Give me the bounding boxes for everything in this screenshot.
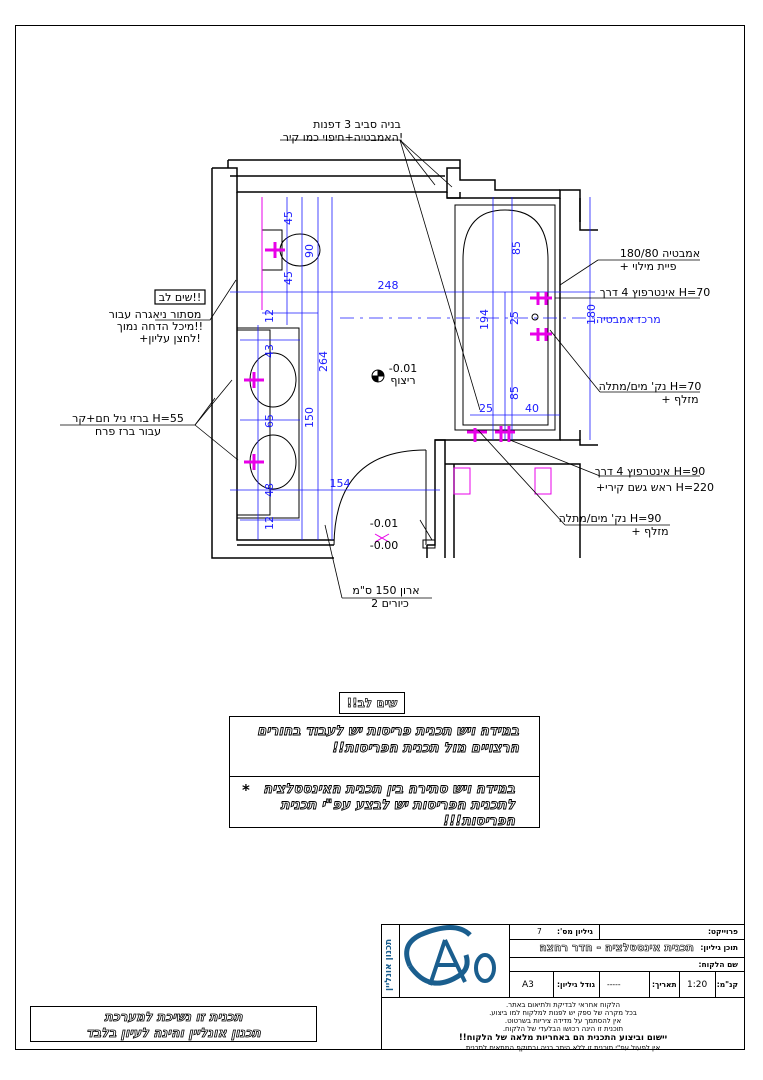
- dim-45a: 45: [282, 211, 295, 225]
- disclaimer-line-1: תכנית זו נשיכת למערכת: [104, 1009, 243, 1025]
- label-mixer-h90: אינטרפוץ 4 דרך H=90: [595, 465, 705, 478]
- dim-85a: 85: [510, 241, 523, 255]
- label-floor-level: -0.01: [389, 362, 417, 375]
- label-mixer-h70: אינטרפוץ 4 דרך H=70: [600, 286, 710, 299]
- label-build-around: בניה סביב 3 דפנות: [313, 118, 401, 131]
- label-door-level-1: -0.01: [370, 517, 398, 530]
- date-label: תאריך:: [652, 980, 677, 989]
- row-project: [509, 925, 744, 940]
- company-logo: [404, 925, 496, 986]
- label-door-level-2: -0.00: [370, 539, 398, 552]
- title-block: תכנון אונליין פרוייקט: גיליון מס': 7 תוכ…: [381, 924, 745, 1052]
- logo-side-text: תכנון אונליין: [384, 938, 394, 991]
- sheet-no-label: גיליון מס':: [557, 927, 593, 936]
- dim-43: 43: [263, 344, 276, 358]
- date-value: -----: [607, 980, 621, 989]
- dim-180: 180: [585, 304, 598, 325]
- label-drain-h90-2: + מזלף: [631, 525, 668, 538]
- title-logo-strip: תכנון אונליין: [382, 925, 400, 997]
- dimension-lines: [230, 197, 595, 540]
- door: [333, 449, 436, 549]
- attention-box-small: [154, 289, 206, 305]
- dim-48: 48: [263, 483, 276, 497]
- scale-label: קנ"מ:: [716, 980, 738, 989]
- cell-sheet-no: [509, 925, 600, 939]
- notice-box: במידה ויש תכנית פריסות יש לעבוד בחורים ה…: [229, 716, 540, 830]
- row-content: [509, 939, 744, 958]
- note-bold: יישום וביצוע התכנית הם באחריות מלאה של ה…: [458, 1033, 668, 1043]
- sheet-no-value: 7: [537, 927, 542, 936]
- label-build-around-2: האמבטיה+חיפוי כמו קיר!: [283, 131, 404, 144]
- client-label: שם הלקוח:: [698, 960, 738, 969]
- notice-star: *: [242, 781, 250, 799]
- label-flush-3: +לחצן עליון!: [139, 332, 201, 345]
- label-cabinet-1: ארון 150 ס"מ: [352, 584, 419, 597]
- notice-paragraph-2: במידה ויש סתירה בין תכנית האינסטלציה לתכ…: [263, 781, 516, 830]
- notice-divider: [230, 776, 539, 777]
- dim-154: 154: [330, 477, 351, 490]
- dim-25b: 25: [479, 402, 493, 415]
- dim-248: 248: [378, 279, 399, 292]
- dim-150: 150: [303, 407, 316, 428]
- cell-size: [509, 971, 554, 997]
- label-drain-h70-2: + מזלף: [661, 393, 698, 406]
- note-3: אין להסתמך על מדידה ציריות בשרטוט.: [504, 1017, 622, 1025]
- cell-size-label: [553, 971, 600, 997]
- logo-cell: [399, 925, 510, 997]
- label-mixer-h90-2: +ראש גשם קירי H=220: [596, 481, 714, 494]
- dim-45b: 45: [282, 271, 295, 285]
- project-label: פרוייקט:: [707, 927, 738, 936]
- scale-value: 1:20: [687, 980, 708, 990]
- dim-194: 194: [478, 309, 491, 330]
- label-bathtub: אמבטיה 180/80: [620, 247, 700, 260]
- label-attention-small: שים לב!!: [159, 291, 202, 304]
- dim-90: 90: [303, 244, 316, 258]
- label-flush-2: מיכל הדחה נמוך!!: [117, 320, 203, 333]
- dim-12a: 12: [263, 309, 276, 323]
- label-bathtub-2: + פיית מילוי: [620, 260, 677, 273]
- row-client: [509, 957, 744, 972]
- plumbing-points: [244, 242, 552, 470]
- notes-block: הלקוח אחראי לבדיקת ולתיאום באתר. בכל מקר…: [382, 1001, 744, 1052]
- note-5: אין לפעול עפ"י תוכנית זו ללא היתר בניה ו…: [465, 1044, 661, 1052]
- disclaimer-line-2: תכנון אונליין והינה לעיון בלבד: [86, 1025, 261, 1041]
- notice-paragraph-1: במידה ויש תכנית פריסות יש לעבוד בחורים ה…: [257, 723, 520, 757]
- row-notes-divider: [382, 997, 744, 998]
- size-label: גודל גיליון:: [557, 980, 595, 989]
- label-cabinet-2: 2 כיורים: [371, 597, 409, 610]
- dim-40: 40: [525, 402, 539, 415]
- label-drain-h70: נק' מים/מתלה H=70: [599, 380, 702, 393]
- dim-85b: 85: [508, 386, 521, 400]
- floor-level-marker: [371, 369, 390, 543]
- size-value: A3: [522, 980, 534, 990]
- drawing-sheet: [15, 25, 745, 1050]
- label-taps-2: עבור ברז פרח: [95, 425, 161, 438]
- label-floor: ריצוף: [390, 374, 415, 387]
- dim-12b: 12: [263, 516, 276, 530]
- cell-date: [599, 971, 650, 997]
- content-value: תכנית אינסטלציה - חדר רחצה: [539, 941, 694, 955]
- vanity: [236, 327, 300, 519]
- cell-scale: [679, 971, 716, 997]
- note-4: תוכנית זו הינה רכושו הבלעדי של הלקוח.: [502, 1025, 624, 1033]
- label-taps-1: ברזי ניל חם+קר H=55: [72, 412, 184, 425]
- notice-tag: שים לב!!: [339, 692, 405, 714]
- label-bath-center: מרכז אמבטיה: [596, 313, 661, 326]
- dim-264: 264: [317, 351, 330, 372]
- dim-25a: 25: [508, 311, 521, 325]
- content-label: תוכן גיליון:: [700, 943, 738, 952]
- dim-65: 65: [263, 414, 276, 428]
- disclaimer-box: תכנית זו נשיכת למערכת תכנון אונליין והינ…: [30, 1006, 317, 1042]
- leader-lines: [60, 139, 700, 599]
- note-1: הלקוח אחראי לבדיקת ולתיאום באתר.: [505, 1001, 621, 1009]
- label-flush-1: מסתור ניאגרה עבור: [109, 308, 202, 321]
- niches: [261, 197, 552, 495]
- label-drain-h90: נק' מים/מתלה H=90: [559, 512, 662, 525]
- note-2: בכל מקרה של ספק יש לפנות למלקוח למו ביצו…: [489, 1009, 637, 1017]
- cell-date-label: [649, 971, 680, 997]
